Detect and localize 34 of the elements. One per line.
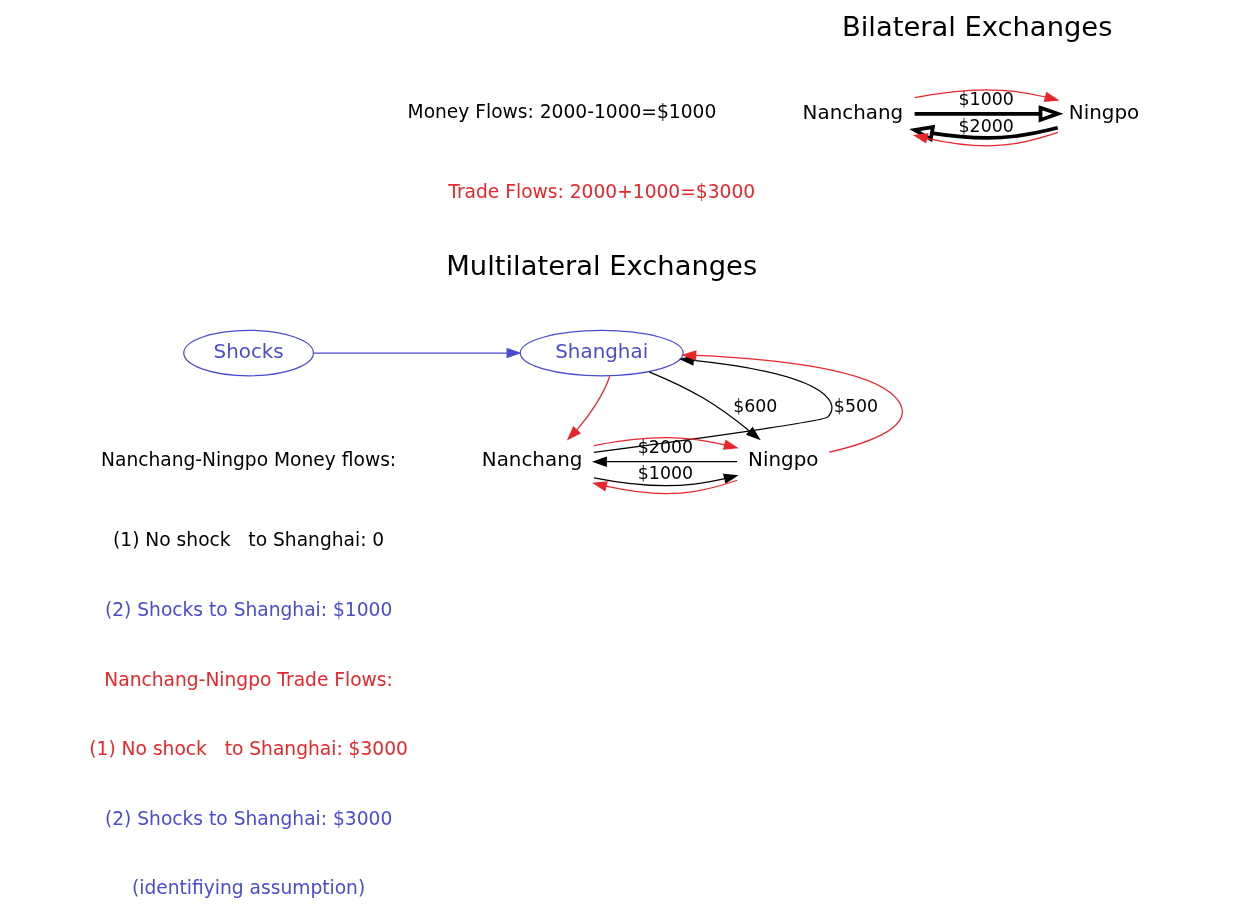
label: Multilateral Exchanges bbox=[445, 250, 757, 281]
label: Money Flows: 2000-1000=$1000 bbox=[407, 101, 716, 123]
arrow bbox=[913, 89, 1059, 102]
arrow bbox=[591, 456, 738, 467]
label: Nanchang-Ningpo Trade Flows: bbox=[103, 668, 393, 690]
label: (1) No shock to Shanghai: $3000 bbox=[88, 738, 408, 760]
arrow bbox=[592, 437, 739, 450]
arrow bbox=[912, 131, 1059, 147]
edge-label: $500 bbox=[833, 396, 878, 417]
label: Trade Flows: 2000+1000=$3000 bbox=[447, 181, 755, 203]
label: Nanchang-Ningpo Money flows: bbox=[100, 449, 396, 471]
node-ellipse: Shanghai bbox=[519, 329, 684, 377]
arrow bbox=[914, 105, 1064, 123]
label: (2) Shocks to Shanghai: $3000 bbox=[104, 807, 392, 829]
node-ellipse: Shocks bbox=[182, 329, 314, 377]
node-text: Ningpo bbox=[1068, 100, 1139, 124]
label: (2) Shocks to Shanghai: $1000 bbox=[104, 598, 392, 620]
arrow bbox=[312, 347, 521, 359]
edge-label: $2000 bbox=[637, 437, 693, 458]
arrow bbox=[566, 375, 610, 441]
arrow bbox=[908, 124, 1058, 142]
label: (1) No shock to Shanghai: 0 bbox=[112, 529, 384, 551]
edge-label: $600 bbox=[732, 396, 777, 417]
node-text: Ningpo bbox=[747, 448, 818, 472]
arrow bbox=[592, 473, 739, 487]
arrow bbox=[648, 371, 761, 441]
node-text: Nanchang bbox=[802, 100, 903, 124]
node-text: Nanchang bbox=[481, 448, 582, 472]
arrow bbox=[591, 479, 738, 495]
label: (identifiying assumption) bbox=[131, 877, 365, 899]
edge-label: $2000 bbox=[958, 115, 1014, 136]
label: Bilateral Exchanges bbox=[841, 11, 1112, 43]
edge-label: $1000 bbox=[637, 463, 693, 484]
edge-label: $1000 bbox=[958, 89, 1014, 110]
